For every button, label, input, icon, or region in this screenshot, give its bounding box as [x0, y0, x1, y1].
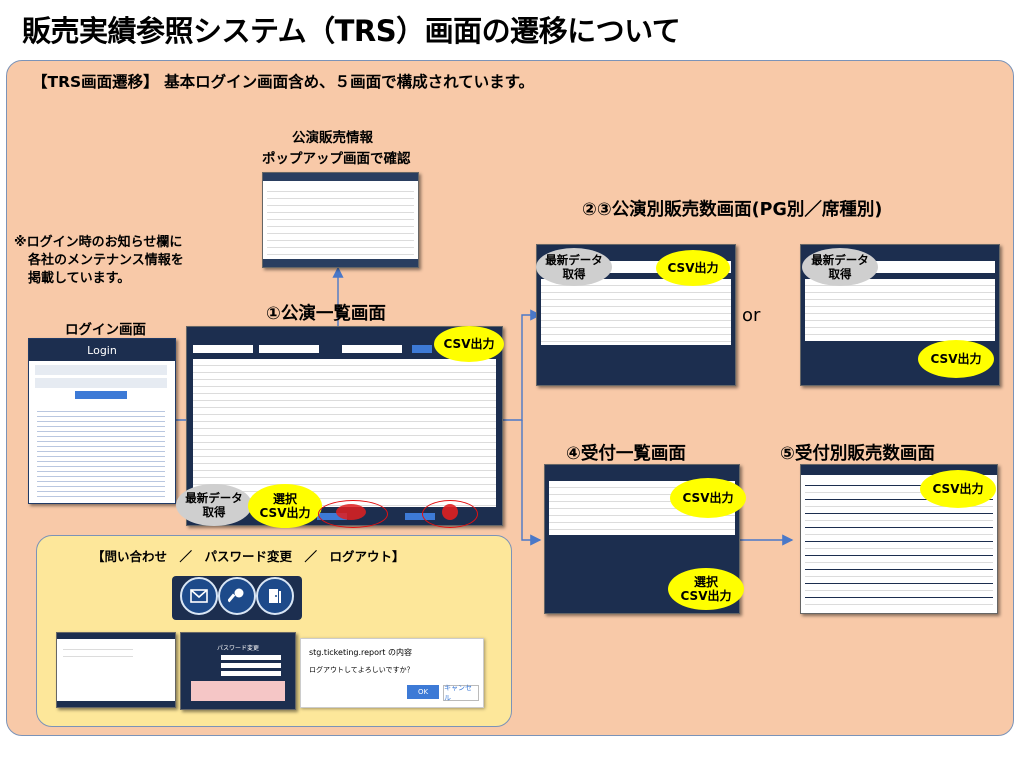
mail-icon[interactable] [180, 577, 218, 615]
screen4-select-line1: 選択 [693, 575, 718, 589]
screen4-csv-callout: CSV出力 [670, 478, 746, 518]
screen3-latest-line2: 取得 [828, 267, 852, 281]
screen1-latest-callout: 最新データ取得 [176, 484, 252, 526]
password-warning-box [191, 681, 285, 701]
ok-button[interactable]: OK [407, 685, 439, 699]
screen1-table-rows [193, 359, 496, 507]
screen3-latest-callout: 最新データ取得 [802, 248, 878, 286]
popup-label-line2: ポップアップ画面で確認 [262, 151, 411, 167]
login-header: Login [29, 339, 175, 361]
screen3-table-rows [805, 279, 995, 341]
popup-header-bar [263, 173, 418, 181]
screen5-header-bar [801, 465, 997, 475]
password-field-1 [221, 655, 281, 660]
screen2-latest-line2: 取得 [562, 267, 586, 281]
subtitle: 【TRS画面遷移】 基本ログイン画面含め、５画面で構成されています。 [32, 73, 535, 91]
login-notice-lines [37, 407, 165, 497]
screen1-filter-c [342, 345, 402, 353]
screen2-table-rows [541, 279, 731, 345]
login-id-field [35, 365, 167, 375]
popup-screenshot [262, 172, 419, 268]
inquiry-footer [57, 701, 175, 707]
screen3-latest-line1: 最新データ [811, 253, 869, 267]
page-title: 販売実績参照システム（TRS）画面の遷移について [22, 14, 681, 48]
password-dialog-title: パスワード変更 [216, 645, 259, 652]
screen1-highlight-4 [442, 504, 458, 520]
screen4-select-line2: CSV出力 [680, 589, 732, 603]
screen1-select-line1: 選択 [272, 492, 297, 506]
note-line-3: 掲載しています。 [28, 271, 131, 286]
screen1-filter-a [193, 345, 253, 353]
screen1-highlight-ring-23 [318, 500, 388, 528]
screen1-search-btn-image [412, 345, 432, 353]
screen2-csv-callout: CSV出力 [656, 250, 730, 286]
login-password-field [35, 378, 167, 388]
screen5-csv-callout: CSV出力 [920, 470, 996, 508]
menu-label: 【問い合わせ ／ パスワード変更 ／ ログアウト】 [92, 549, 405, 564]
inquiry-lines [63, 643, 133, 663]
screen1-footer-btn-b [405, 513, 435, 520]
screen23-label: ②③公演別販売数画面(PG別／席種別) [582, 200, 883, 220]
screen4-label: ④受付一覧画面 [566, 444, 686, 464]
cancel-button[interactable]: キャンセル [443, 684, 479, 702]
or-text: or [742, 305, 761, 326]
logout-dialog: stg.ticketing.report の内容 ログアウトしてよろしいですか？… [300, 638, 484, 708]
arrow-list-to-reception [521, 420, 542, 546]
screen1-latest-line1: 最新データ [185, 491, 243, 505]
screen2-latest-line1: 最新データ [545, 253, 603, 267]
screen2-latest-callout: 最新データ取得 [536, 248, 612, 286]
logout-dialog-message: ログアウトしてよろしいですか？ [309, 666, 414, 674]
password-field-2 [221, 663, 281, 668]
password-field-3 [221, 671, 281, 676]
note-line-1: ※ログイン時のお知らせ欄に [14, 235, 183, 250]
inquiry-header [57, 633, 175, 639]
login-screenshot: Login [28, 338, 176, 504]
popup-table-rows [267, 185, 414, 255]
inquiry-screenshot [56, 632, 176, 708]
screen1-latest-line2: 取得 [202, 505, 226, 519]
screen1-screenshot [186, 326, 503, 526]
popup-footer-bar [263, 259, 418, 267]
arrow-list-to-sales-pg [502, 309, 542, 421]
screen5-label: ⑤受付別販売数画面 [780, 444, 935, 464]
note-line-2: 各社のメンテナンス情報を [28, 253, 184, 268]
screen1-highlight-23 [336, 504, 366, 520]
screen1-csv-callout: CSV出力 [434, 326, 504, 362]
password-dialog-screenshot: パスワード変更 [180, 632, 296, 710]
logout-dialog-title: stg.ticketing.report の内容 [309, 648, 412, 657]
screen1-select-line2: CSV出力 [259, 506, 311, 520]
screen3-csv-callout: CSV出力 [918, 340, 994, 378]
screen1-label: ①公演一覧画面 [266, 304, 386, 324]
popup-label-line1: 公演販売情報 [292, 130, 373, 146]
screen1-highlight-ring-4 [422, 500, 478, 528]
login-screen-label: ログイン画面 [65, 322, 146, 338]
key-icon[interactable] [218, 577, 256, 615]
login-notice-note: ※ログイン時のお知らせ欄に 各社のメンテナンス情報を 掲載しています。 [14, 234, 184, 288]
logout-door-icon[interactable] [256, 577, 294, 615]
screen1-filter-b [259, 345, 319, 353]
login-button-image [75, 391, 127, 399]
